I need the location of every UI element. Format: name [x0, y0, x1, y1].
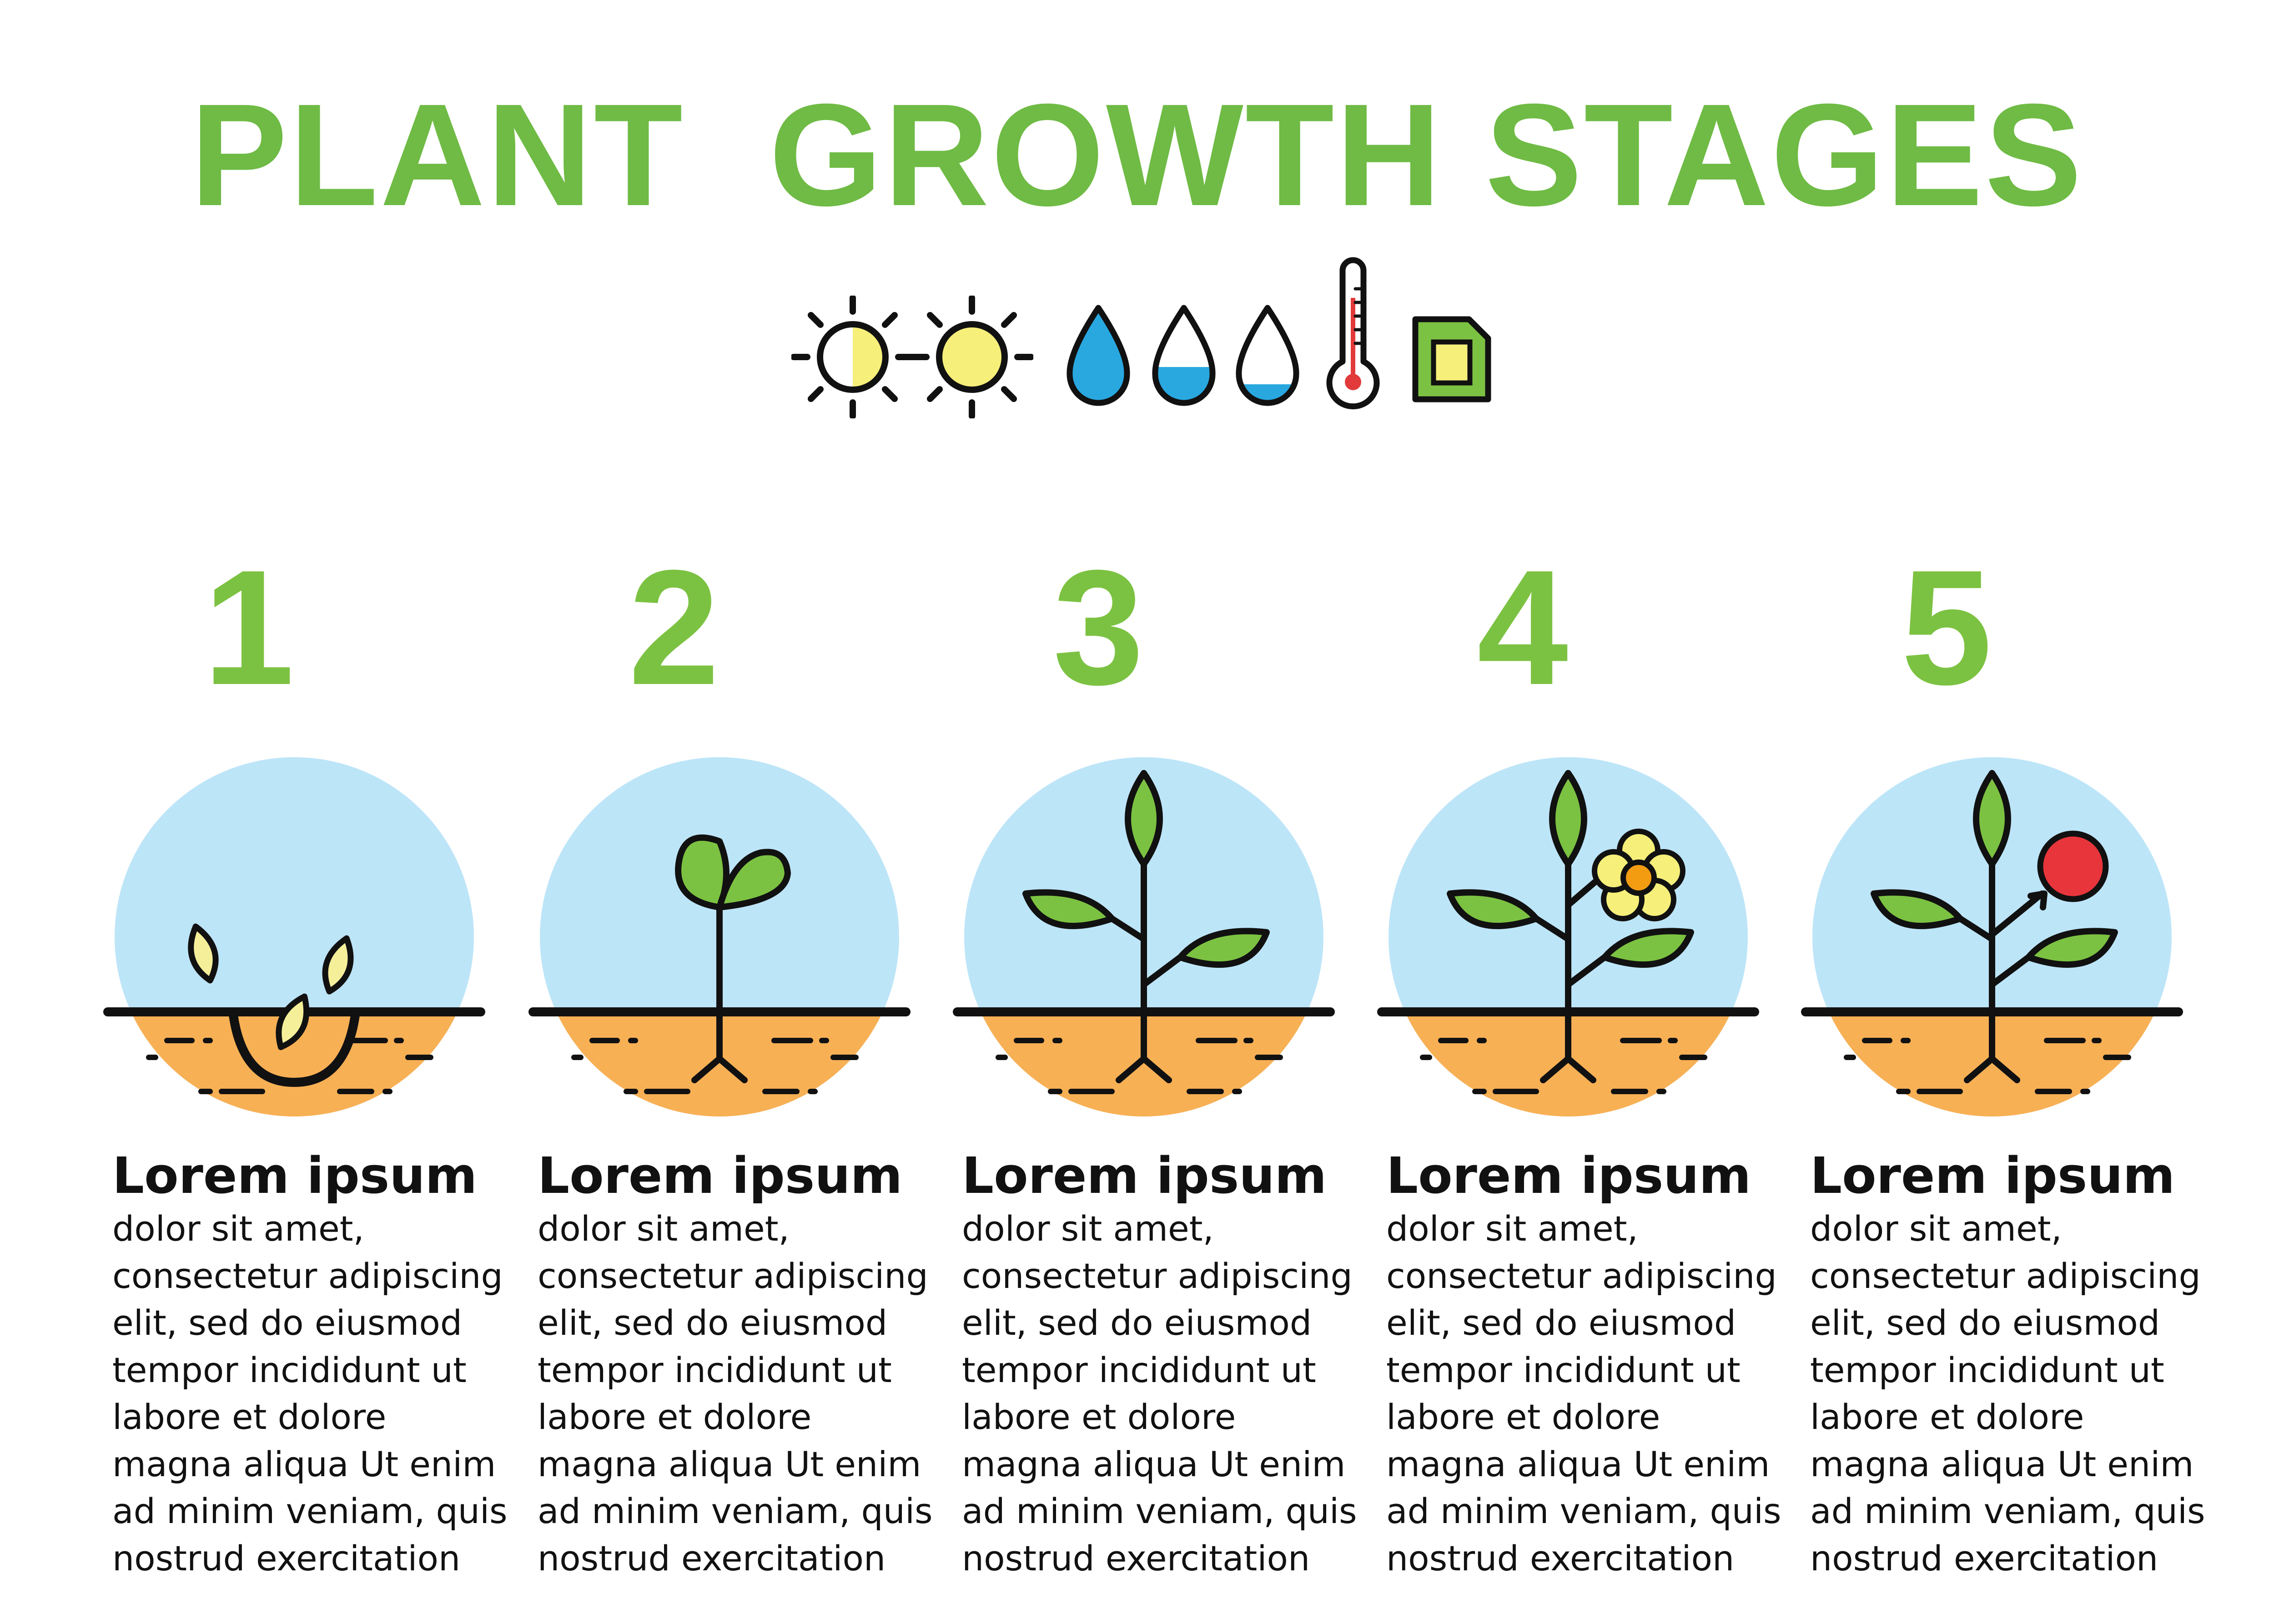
description-line: consectetur adipiscing	[112, 1255, 503, 1296]
stage-heading: Lorem ipsum	[1810, 1146, 2175, 1205]
description-line: labore et dolore	[538, 1397, 812, 1437]
sprout-icon	[528, 746, 911, 1119]
description-line: labore et dolore	[1386, 1397, 1660, 1437]
growing-conditions-icons	[0, 0, 2274, 455]
description-line: consectetur adipiscing	[1386, 1255, 1777, 1296]
description-line: labore et dolore	[962, 1397, 1236, 1437]
description-line: ad minim veniam, quis	[112, 1491, 508, 1531]
description-line: magna aliqua Ut enim	[962, 1443, 1346, 1484]
flower-icon	[1592, 829, 1685, 921]
description-line: dolor sit amet,	[1386, 1208, 1638, 1249]
full-sun-icon	[911, 296, 1033, 418]
description-line: nostrud exercitation	[1810, 1538, 2158, 1579]
description-line: consectetur adipiscing	[538, 1255, 928, 1296]
description-line: elit, sed do eiusmod	[538, 1302, 888, 1343]
stage-1: 1 Lorem ipsum dolor sit amet, consectetu…	[112, 0, 522, 1624]
stage-number: 3	[1052, 536, 1144, 719]
stage-heading: Lorem ipsum	[962, 1146, 1327, 1205]
description-line: tempor incididunt ut	[538, 1349, 892, 1390]
description-line: labore et dolore	[112, 1397, 387, 1437]
stage-description: dolor sit amet, consectetur adipiscing e…	[962, 1205, 1371, 1582]
stage-description: dolor sit amet, consectetur adipiscing e…	[1810, 1205, 2219, 1582]
young-plant-icon	[953, 746, 1335, 1119]
flowering-plant-icon	[1377, 746, 1759, 1119]
seeds-icon	[103, 746, 485, 1119]
stage-number: 5	[1901, 536, 1992, 719]
fruit-icon	[2037, 830, 2109, 902]
stage-2: 2 Lorem ipsum dolor sit amet, consectetu…	[538, 0, 947, 1624]
stage-4: 4 Lorem ipsum dolor sit amet, consectetu…	[1386, 0, 1796, 1624]
stage-number: 1	[203, 536, 295, 719]
description-line: tempor incididunt ut	[1810, 1349, 2164, 1390]
page-title: PLANT GROWTH STAGES	[190, 73, 2084, 236]
description-line: tempor incididunt ut	[112, 1349, 467, 1390]
description-line: dolor sit amet,	[962, 1208, 1214, 1249]
description-line: ad minim veniam, quis	[962, 1491, 1357, 1531]
description-line: elit, sed do eiusmod	[1810, 1302, 2160, 1343]
description-line: ad minim veniam, quis	[1386, 1491, 1781, 1531]
description-line: ad minim veniam, quis	[538, 1491, 933, 1531]
thermometer-icon	[1326, 257, 1380, 410]
water-drop-full-icon	[1067, 305, 1130, 406]
water-drop-half-icon	[1152, 305, 1216, 406]
stage-number: 2	[628, 536, 720, 719]
description-line: consectetur adipiscing	[1810, 1255, 2201, 1296]
stage-number: 4	[1477, 536, 1569, 719]
stage-5: 5 Lorem ipsum dolor sit amet, consectetu…	[1810, 0, 2219, 1624]
description-line: magna aliqua Ut enim	[1810, 1443, 2194, 1484]
description-line: nostrud exercitation	[1386, 1538, 1735, 1579]
stage-description: dolor sit amet, consectetur adipiscing e…	[538, 1205, 947, 1582]
stage-heading: Lorem ipsum	[1386, 1146, 1751, 1205]
soil-card-icon	[1412, 316, 1491, 402]
description-line: dolor sit amet,	[1810, 1208, 2062, 1249]
description-line: elit, sed do eiusmod	[1386, 1302, 1736, 1343]
half-sun-icon	[791, 296, 914, 418]
stage-3: 3 Lorem ipsum dolor sit amet, consectetu…	[962, 0, 1371, 1624]
description-line: dolor sit amet,	[112, 1208, 364, 1249]
description-line: dolor sit amet,	[538, 1208, 790, 1249]
description-line: elit, sed do eiusmod	[962, 1302, 1312, 1343]
description-line: magna aliqua Ut enim	[1386, 1443, 1770, 1484]
fruiting-plant-icon	[1801, 746, 2183, 1119]
description-line: nostrud exercitation	[538, 1538, 886, 1579]
description-line: magna aliqua Ut enim	[112, 1443, 496, 1484]
description-line: magna aliqua Ut enim	[538, 1443, 921, 1484]
description-line: consectetur adipiscing	[962, 1255, 1353, 1296]
stage-description: dolor sit amet, consectetur adipiscing e…	[112, 1205, 522, 1582]
description-line: labore et dolore	[1810, 1397, 2084, 1437]
description-line: nostrud exercitation	[962, 1538, 1310, 1579]
stage-description: dolor sit amet, consectetur adipiscing e…	[1386, 1205, 1796, 1582]
stage-heading: Lorem ipsum	[538, 1146, 903, 1205]
stage-heading: Lorem ipsum	[112, 1146, 478, 1205]
water-drop-low-icon	[1236, 305, 1299, 406]
description-line: tempor incididunt ut	[1386, 1349, 1741, 1390]
description-line: nostrud exercitation	[112, 1538, 461, 1579]
description-line: tempor incididunt ut	[962, 1349, 1316, 1390]
description-line: elit, sed do eiusmod	[112, 1302, 463, 1343]
description-line: ad minim veniam, quis	[1810, 1491, 2205, 1531]
